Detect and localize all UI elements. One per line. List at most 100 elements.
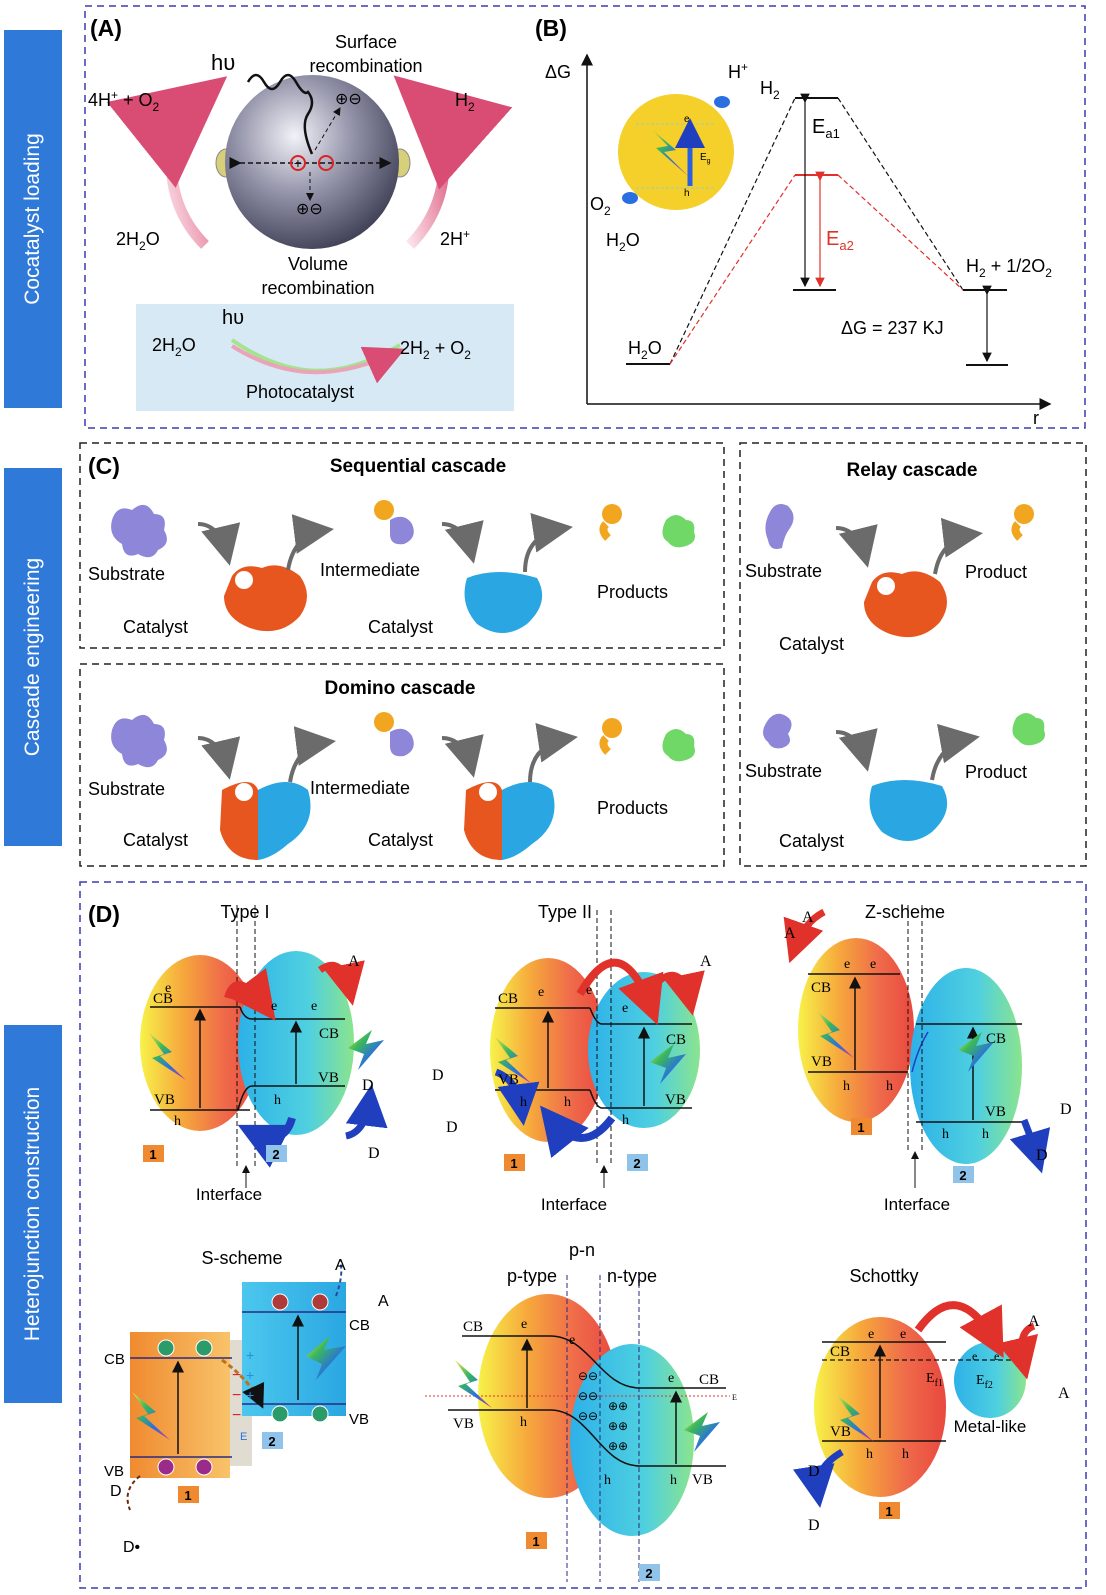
dom-arrow-4: [528, 722, 578, 783]
product-label: H2 + 1/2O2: [966, 256, 1052, 280]
panel-d-label: (D): [88, 901, 120, 927]
band-eg: Eg: [700, 152, 711, 165]
type1-diagram: Type I CB CB VB VB e e e h h: [140, 902, 388, 1204]
box-reactant: 2H2O: [152, 335, 196, 359]
panel-c: (C) Sequential cascade Substrate Catalys…: [88, 453, 1045, 860]
zscheme-vb-right: VB: [985, 1104, 1006, 1120]
pn-h-2: h: [604, 1473, 611, 1488]
zscheme-title: Z-scheme: [865, 902, 945, 922]
dom-product-green: [662, 729, 695, 762]
hole-symbol: +: [294, 155, 302, 171]
pn-e-3: e: [668, 1371, 674, 1386]
schottky-e-1: e: [868, 1327, 874, 1342]
dom-catalyst-2: Catalyst: [368, 830, 433, 850]
schottky-cb-label: CB: [830, 1344, 850, 1360]
schottky-metal-label: Metal-like: [954, 1417, 1027, 1436]
zscheme-badge-2: [953, 1166, 974, 1183]
pn-e-1: e: [521, 1317, 527, 1332]
sscheme-a-arrow: [335, 1259, 343, 1297]
sscheme-badge-1: [178, 1486, 199, 1503]
catalyst-blue-icon: [464, 572, 543, 633]
seq-catalyst-2: Catalyst: [368, 617, 433, 637]
dom-intermediate-icon: [390, 728, 414, 757]
schottky-ef2: Ef2: [976, 1373, 993, 1391]
relay-product-tail: [1011, 521, 1023, 541]
type2-d-arrow: [494, 1068, 540, 1126]
type2-light-1-icon: [494, 1036, 532, 1084]
water-left-label: 2H2O: [116, 229, 160, 253]
sidebar-cocatalyst: Cocatalyst loading: [4, 30, 62, 408]
type1-e-transfer: [224, 968, 276, 1021]
type1-cb-left: CB: [153, 991, 173, 1007]
pn-h-1: h: [520, 1415, 527, 1430]
type2-h-transfer: [539, 1105, 616, 1158]
sscheme-n1: 1: [184, 1488, 191, 1503]
sequential-title: Sequential cascade: [330, 456, 506, 477]
type2-e-3: e: [622, 1001, 628, 1016]
volume-label-1: Volume: [288, 254, 348, 274]
sscheme-recomb-arrow: [221, 1358, 265, 1409]
sscheme-title: S-scheme: [201, 1248, 282, 1268]
relay-arrow-4: [930, 723, 980, 781]
relay-substrate-1: [765, 504, 794, 549]
schottky-a-minus: A: [1058, 1385, 1070, 1402]
type2-e-1: e: [538, 985, 544, 1000]
relay-substrate-2-label: Substrate: [745, 761, 822, 781]
pn-diagram: p-n p-type n-type ⊖⊖ ⊖⊖ ⊖⊖ ⊕⊕ ⊕⊕ ⊕⊕ CB C…: [425, 1240, 737, 1582]
sscheme-minus-2: −: [232, 1387, 241, 1404]
pn-badge-1: [526, 1532, 547, 1549]
pn-plus-charges-2: ⊕⊕: [608, 1419, 628, 1433]
zscheme-e-1: e: [844, 957, 850, 972]
schottky-d: D: [808, 1463, 820, 1480]
panel-a-label: (A): [90, 15, 122, 41]
schottky-e-3: e: [972, 1349, 977, 1363]
type1-d: D: [368, 1145, 380, 1162]
type2-a-arrow: [657, 970, 705, 1016]
zscheme-cb-left: CB: [811, 980, 831, 996]
frame-cocatalyst: [84, 5, 1086, 429]
type2-cb2: [589, 1007, 692, 1025]
schottky-e-4: e: [994, 1349, 999, 1363]
type1-vb2: [237, 1085, 345, 1111]
schottky-h-1: h: [866, 1447, 873, 1462]
schottky-ef1: Ef1: [926, 1371, 943, 1389]
relay-substrate-1-label: Substrate: [745, 561, 822, 581]
product-ball: [602, 504, 622, 524]
ea1-label: Ea1: [812, 116, 840, 141]
box-arc-pink: [230, 344, 406, 384]
domino-title: Domino cascade: [325, 678, 476, 699]
zscheme-recomb-line: [911, 1031, 929, 1073]
schottky-a-arrow: [997, 1322, 1039, 1380]
pn-vb-left: VB: [453, 1416, 474, 1432]
sscheme-vb-label: VB: [104, 1463, 124, 1480]
pn-vb-right: VB: [692, 1472, 713, 1488]
type1-vb-right: VB: [318, 1070, 339, 1086]
seq-substrate: Substrate: [88, 564, 165, 584]
type1-h-1: h: [174, 1114, 181, 1129]
type1-badge-2: [266, 1145, 287, 1162]
relay-arrow-1: [835, 524, 878, 568]
domino-site: [235, 783, 253, 801]
panel-b-label: (B): [535, 15, 567, 41]
volume-pair: ⊕⊖: [296, 201, 323, 218]
type1-e-1: e: [165, 981, 171, 996]
pn-badge-2: [639, 1564, 660, 1581]
pn-plus-charges-3: ⊕⊕: [608, 1439, 628, 1453]
pn-light-2-icon: [684, 1412, 720, 1452]
active-site: [235, 571, 253, 589]
frame-heterojunction: [79, 881, 1087, 1589]
sscheme-e-4: [311, 1293, 329, 1311]
frame-domino: [79, 663, 725, 867]
schottky-h-2: h: [902, 1447, 909, 1462]
sscheme-plus-3: +: [246, 1387, 254, 1403]
type2-vb-left: VB: [498, 1072, 519, 1088]
sscheme-diagram: S-scheme + + + − − −: [104, 1248, 389, 1556]
electron-circle: [318, 155, 334, 171]
cocatalyst-bottom: [622, 192, 638, 204]
pn-h-3: h: [670, 1473, 677, 1488]
dom-intermediate-ball: [374, 712, 394, 732]
frame-sequential: [79, 442, 725, 649]
relay-product-green: [1012, 713, 1045, 746]
schottky-light-icon: [836, 1394, 874, 1442]
schottky-diagram: Schottky CB VB e e e e h h Ef1 Ef2 Metal…: [793, 1266, 1070, 1534]
